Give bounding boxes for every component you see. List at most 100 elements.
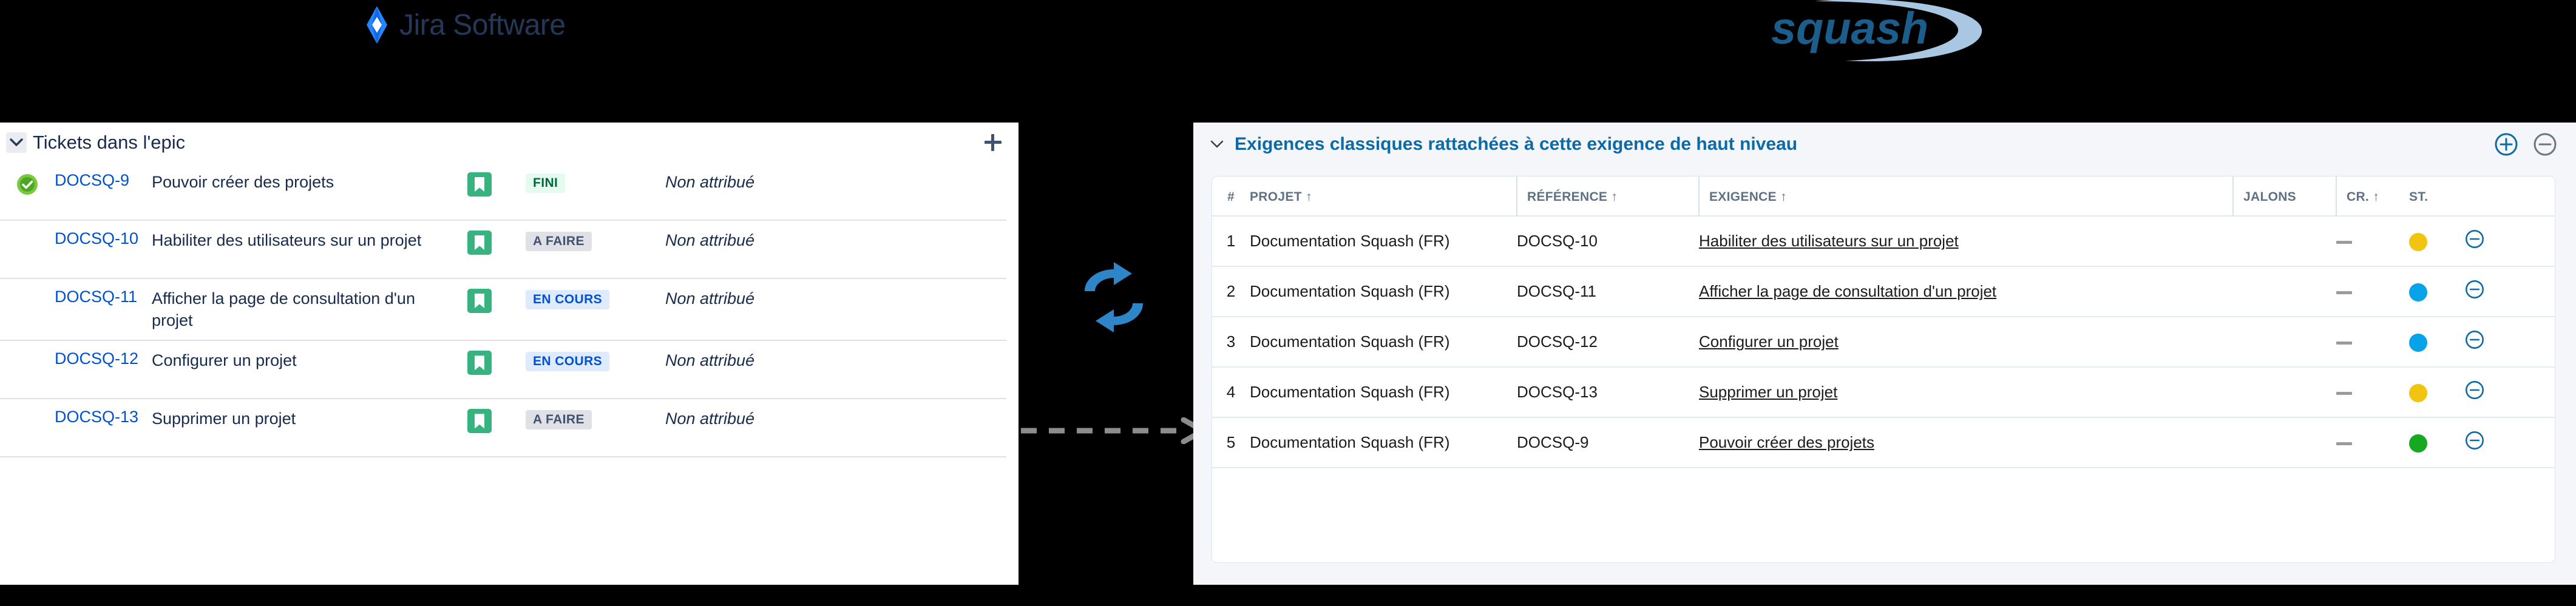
column-header-projet[interactable]: PROJET ↑ — [1250, 190, 1312, 204]
row-exigence[interactable]: Configurer un projet — [1699, 316, 2233, 367]
status-dot-green — [2409, 434, 2427, 453]
minus-circle-icon[interactable] — [2464, 379, 2486, 401]
issue-key-link[interactable]: DOCSQ-10 — [55, 229, 152, 248]
row-exigence[interactable]: Pouvoir créer des projets — [1699, 417, 2233, 468]
row-action[interactable] — [2464, 417, 2555, 468]
status-badge: FINI — [526, 173, 566, 193]
issue-assignee: Non attribué — [665, 409, 755, 428]
requirement-link[interactable]: Pouvoir créer des projets — [1699, 433, 1875, 451]
issue-assignee: Non attribué — [665, 231, 755, 249]
issue-status-icon-empty — [0, 408, 55, 410]
squash-panel-title: Exigences classiques rattachées à cette … — [1235, 134, 1798, 154]
table-row[interactable]: 2 Documentation Squash (FR) DOCSQ-11 Aff… — [1212, 266, 2555, 317]
plus-icon[interactable] — [981, 130, 1005, 155]
table-row[interactable]: 1 Documentation Squash (FR) DOCSQ-10 Hab… — [1212, 215, 2555, 266]
row-reference: DOCSQ-10 — [1517, 215, 1699, 266]
minus-circle-icon[interactable] — [2464, 429, 2486, 451]
jira-issue-list: DOCSQ-9 Pouvoir créer des projets FINI N… — [0, 163, 1019, 458]
table-row[interactable]: DOCSQ-10 Habiliter des utilisateurs sur … — [0, 221, 1006, 279]
requirement-link[interactable]: Supprimer un projet — [1699, 383, 1838, 401]
table-header-row: # PROJET ↑ RÉFÉRENCE ↑ EXIGENCE ↑ JALONS… — [1212, 177, 2555, 216]
row-criticite — [2336, 417, 2409, 468]
row-projet: Documentation Squash (FR) — [1250, 417, 1517, 468]
row-index: 1 — [1212, 215, 1250, 266]
row-criticite — [2336, 316, 2409, 367]
issue-key-text[interactable]: DOCSQ-11 — [55, 288, 138, 306]
table-row[interactable]: DOCSQ-13 Supprimer un projet A FAIRE Non… — [0, 399, 1006, 458]
table-row[interactable]: 3 Documentation Squash (FR) DOCSQ-12 Con… — [1212, 316, 2555, 367]
issue-summary: Afficher la page de consultation d'un pr… — [152, 289, 415, 330]
minus-circle-icon[interactable] — [2464, 278, 2486, 300]
row-action[interactable] — [2464, 366, 2555, 417]
jira-logo-text: Jira Software — [399, 8, 566, 41]
empty-dash-icon — [2336, 391, 2352, 395]
sort-asc-icon: ↑ — [1780, 190, 1787, 204]
row-reference: DOCSQ-13 — [1517, 366, 1699, 417]
issue-key-text[interactable]: DOCSQ-9 — [55, 171, 130, 189]
table-row[interactable]: 4 Documentation Squash (FR) DOCSQ-13 Sup… — [1212, 366, 2555, 417]
plus-circle-icon[interactable] — [2493, 132, 2519, 157]
empty-dash-icon — [2336, 291, 2352, 294]
table-row[interactable]: DOCSQ-12 Configurer un projet EN COURS N… — [0, 341, 1006, 400]
column-header-exigence[interactable]: EXIGENCE ↑ — [1698, 177, 2233, 216]
issue-key-link[interactable]: DOCSQ-9 — [55, 171, 152, 190]
issue-assignee: Non attribué — [665, 289, 755, 308]
dashed-arrow-right — [1021, 417, 1209, 445]
row-index: 4 — [1212, 366, 1250, 417]
row-projet: Documentation Squash (FR) — [1250, 215, 1517, 266]
column-header-index: # — [1227, 190, 1235, 204]
issue-key-text[interactable]: DOCSQ-13 — [55, 408, 139, 426]
issue-assignee: Non attribué — [665, 351, 755, 370]
issue-status-icon-empty — [0, 229, 55, 232]
issue-key-text[interactable]: DOCSQ-12 — [55, 349, 139, 368]
issue-type-cell — [467, 408, 526, 434]
minus-circle-icon[interactable] — [2532, 132, 2558, 157]
column-header-statut[interactable]: ST. — [2409, 190, 2429, 204]
column-header-criticite[interactable]: CR. ↑ — [2336, 177, 2409, 216]
row-exigence[interactable]: Supprimer un projet — [1699, 366, 2233, 417]
row-reference: DOCSQ-11 — [1517, 266, 1699, 317]
row-jalons — [2233, 316, 2336, 367]
row-jalons — [2233, 417, 2336, 468]
row-action[interactable] — [2464, 266, 2555, 317]
row-exigence[interactable]: Afficher la page de consultation d'un pr… — [1699, 266, 2233, 317]
requirement-link[interactable]: Afficher la page de consultation d'un pr… — [1699, 282, 1997, 300]
chevron-down-icon[interactable] — [1207, 134, 1227, 155]
issue-status-cell: EN COURS — [526, 288, 665, 309]
jira-software-logo: Jira Software — [363, 6, 566, 44]
issue-type-cell — [467, 171, 526, 197]
table-row[interactable]: DOCSQ-11 Afficher la page de consultatio… — [0, 279, 1006, 342]
table-row[interactable]: DOCSQ-9 Pouvoir créer des projets FINI N… — [0, 163, 1006, 221]
column-header-reference[interactable]: RÉFÉRENCE ↑ — [1516, 177, 1699, 216]
story-bookmark-icon — [467, 409, 492, 434]
status-dot-yellow — [2409, 383, 2427, 402]
column-header-jalons[interactable]: JALONS — [2232, 177, 2336, 216]
row-exigence[interactable]: Habiliter des utilisateurs sur un projet — [1699, 215, 2233, 266]
requirement-link[interactable]: Configurer un projet — [1699, 332, 1839, 351]
issue-key-link[interactable]: DOCSQ-11 — [55, 288, 152, 306]
table-row[interactable]: 5 Documentation Squash (FR) DOCSQ-9 Pouv… — [1212, 417, 2555, 468]
issue-key-link[interactable]: DOCSQ-13 — [55, 408, 152, 426]
row-statut — [2409, 215, 2464, 266]
minus-circle-icon[interactable] — [2464, 228, 2486, 250]
empty-dash-icon — [2336, 341, 2352, 345]
issue-type-cell — [467, 229, 526, 255]
row-statut — [2409, 316, 2464, 367]
check-circle-green-icon — [0, 171, 55, 195]
row-criticite — [2336, 215, 2409, 266]
row-jalons — [2233, 215, 2336, 266]
squash-logo: squash — [1724, 0, 2003, 69]
row-projet: Documentation Squash (FR) — [1250, 316, 1517, 367]
row-action[interactable] — [2464, 215, 2555, 266]
requirement-link[interactable]: Habiliter des utilisateurs sur un projet — [1699, 232, 1959, 250]
minus-circle-icon[interactable] — [2464, 329, 2486, 351]
row-action[interactable] — [2464, 316, 2555, 367]
chevron-down-icon[interactable] — [6, 132, 27, 153]
issue-key-text[interactable]: DOCSQ-10 — [55, 229, 139, 247]
row-index: 2 — [1212, 266, 1250, 317]
row-reference: DOCSQ-9 — [1517, 417, 1699, 468]
issue-summary: Habiliter des utilisateurs sur un projet — [152, 231, 422, 249]
row-statut — [2409, 417, 2464, 468]
issue-key-link[interactable]: DOCSQ-12 — [55, 349, 152, 368]
squash-panel-actions — [2493, 132, 2558, 157]
